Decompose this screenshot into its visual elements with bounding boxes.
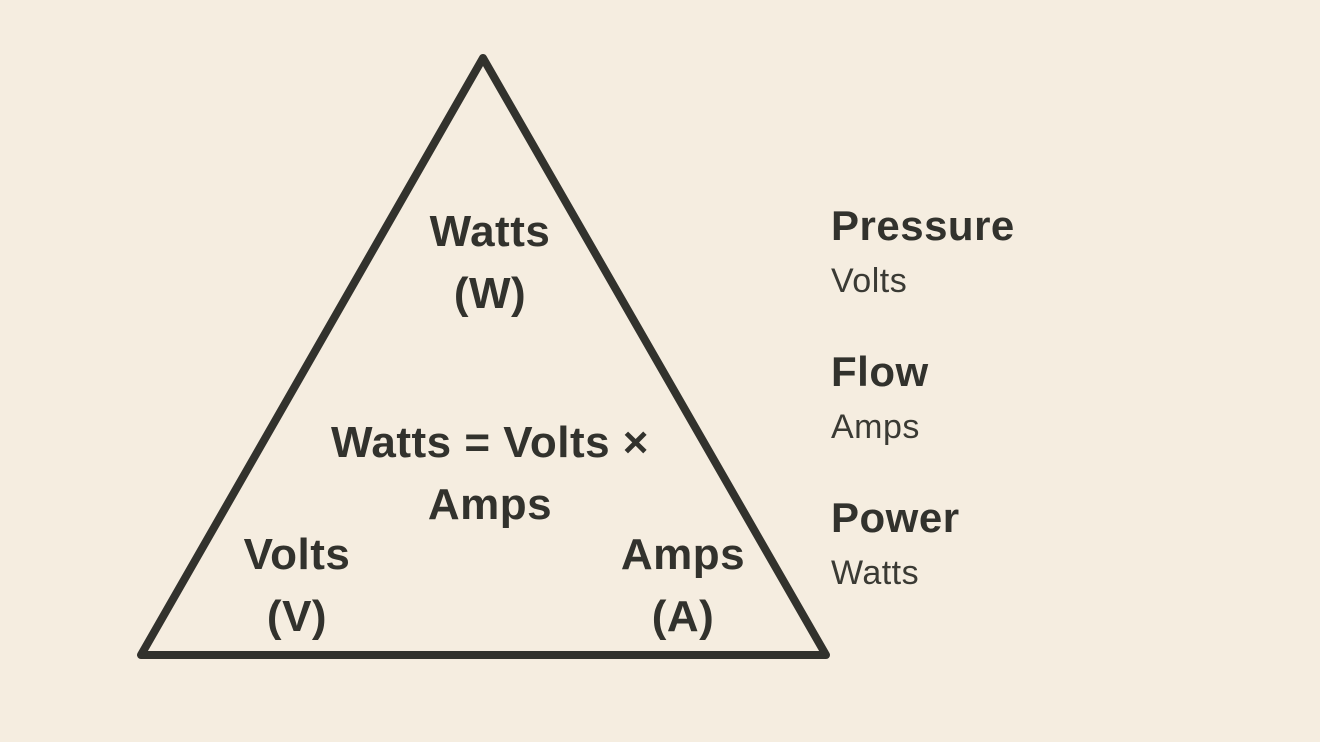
legend-definition: Amps [831, 408, 920, 446]
amps-label: Amps [620, 530, 746, 579]
legend-definition: Watts [831, 554, 920, 592]
legend: Pressure Volts Flow Amps Power Watts [831, 200, 1251, 638]
triangle-bottom-right-label: Amps (A) [583, 524, 783, 648]
legend-item-flow: Flow Amps [831, 346, 1251, 450]
watts-symbol: (W) [453, 269, 527, 318]
amps-symbol: (A) [651, 592, 715, 641]
watts-label: Watts [429, 207, 551, 256]
triangle-formula: Watts = Volts × Amps [240, 412, 740, 536]
volts-label: Volts [243, 530, 351, 579]
legend-item-power: Power Watts [831, 492, 1251, 596]
legend-definition: Volts [831, 262, 908, 300]
formula-line-1: Watts = Volts × [330, 418, 649, 467]
legend-term: Pressure [831, 202, 1015, 249]
legend-item-pressure: Pressure Volts [831, 200, 1251, 304]
legend-term: Flow [831, 348, 929, 395]
legend-term: Power [831, 494, 960, 541]
triangle-bottom-left-label: Volts (V) [197, 524, 397, 648]
formula-line-2: Amps [427, 480, 553, 529]
volts-symbol: (V) [266, 592, 328, 641]
triangle-top-label: Watts (W) [340, 201, 640, 325]
